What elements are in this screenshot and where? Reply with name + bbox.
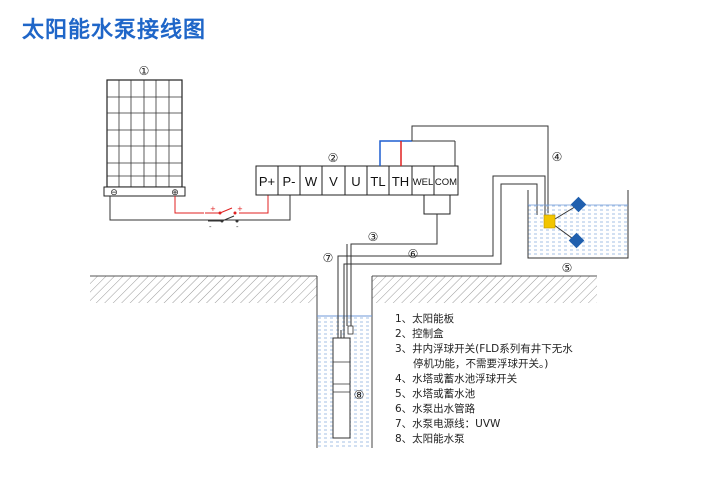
switch-minus-1: - <box>209 223 212 231</box>
terminal-v: V <box>329 174 338 189</box>
label-7: ⑦ <box>323 251 334 265</box>
pump-power-cable <box>346 214 438 326</box>
label-4: ④ <box>552 150 563 164</box>
terminal-wel: WEL <box>413 177 434 188</box>
label-3: ③ <box>368 230 379 244</box>
panel-wiring <box>109 195 291 221</box>
legend-item-5: 5、水塔或蓄水池 <box>395 388 476 400</box>
solar-panel: ⊖ ⊕ <box>103 79 186 198</box>
terminal-u: U <box>351 174 360 189</box>
switch-plus-2: + <box>237 205 243 213</box>
controller-box: P+ P- W V U TL TH WEL COM <box>255 165 459 215</box>
legend-item-8: 8、太阳能水泵 <box>395 433 465 445</box>
legend-item-3-continued: 停机功能，不需要浮球开关。) <box>413 358 549 370</box>
panel-pos-terminal: ⊕ <box>171 188 179 198</box>
panel-neg-terminal: ⊖ <box>110 188 118 198</box>
terminal-p-minus: P- <box>283 174 296 189</box>
terminal-p-plus: P+ <box>259 174 275 189</box>
legend-item-7: 7、水泵电源线：UVW <box>395 418 501 430</box>
tank-float-wires <box>379 125 549 213</box>
label-8: ⑧ <box>354 388 365 402</box>
switch-minus-2: - <box>236 223 239 231</box>
legend-item-2: 2、控制盒 <box>395 328 444 340</box>
terminal-w: W <box>305 174 318 189</box>
label-6: ⑥ <box>408 247 419 261</box>
well-float-switch <box>347 325 354 335</box>
page-title: 太阳能水泵接线图 <box>22 18 207 43</box>
legend-item-3: 3、井内浮球开关(FLD系列有井下无水 <box>395 343 573 355</box>
label-1: ① <box>139 64 150 78</box>
label-5: ⑤ <box>562 261 573 275</box>
label-2: ② <box>328 151 339 165</box>
breaker-switch: + + - - <box>205 205 243 231</box>
legend-item-6: 6、水泵出水管路 <box>395 403 476 415</box>
legend-item-4: 4、水塔或蓄水池浮球开关 <box>395 373 518 385</box>
ground <box>90 275 597 303</box>
legend: 1、太阳能板 2、控制盒 3、井内浮球开关(FLD系列有井下无水 停机功能，不需… <box>395 312 573 447</box>
terminal-th: TH <box>392 174 409 189</box>
outlet-pipe <box>337 175 546 338</box>
terminal-tl: TL <box>370 174 385 189</box>
switch-plus-1: + <box>210 205 216 213</box>
tank-float-switch <box>543 196 587 249</box>
terminal-com: COM <box>435 177 457 188</box>
legend-item-1: 1、太阳能板 <box>395 313 455 325</box>
solar-pump <box>332 330 351 439</box>
